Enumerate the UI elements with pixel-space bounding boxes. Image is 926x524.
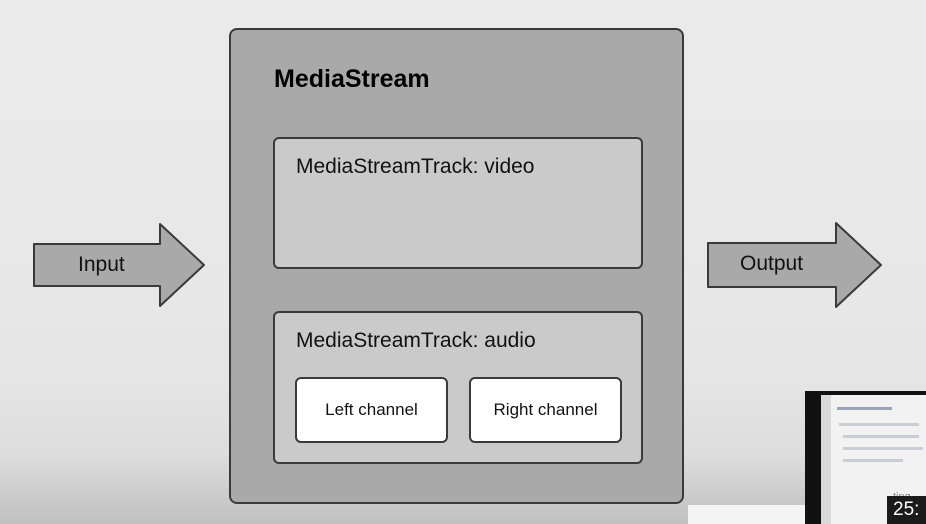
input-arrow-icon: Input	[32, 222, 208, 308]
right-channel-box: Right channel	[469, 377, 622, 443]
left-channel-box: Left channel	[295, 377, 448, 443]
mediastream-box: MediaStream MediaStreamTrack: video Medi…	[229, 28, 684, 504]
thumbnail-sidebar	[821, 395, 831, 524]
output-label: Output	[740, 252, 804, 275]
video-timer: 25:	[887, 496, 926, 524]
thumbnail-line	[843, 459, 903, 462]
output-arrow-icon: Output	[706, 221, 884, 309]
video-track-box: MediaStreamTrack: video	[273, 137, 643, 269]
audio-track-box: MediaStreamTrack: audio Left channel Rig…	[273, 311, 643, 464]
overlay-strip	[688, 505, 818, 524]
mediastream-title: MediaStream	[274, 65, 430, 93]
audio-track-label: MediaStreamTrack: audio	[296, 329, 536, 352]
input-label: Input	[78, 253, 125, 276]
thumbnail-line	[843, 447, 923, 450]
thumbnail-line	[837, 407, 892, 410]
thumbnail-line	[839, 423, 919, 426]
thumbnail-line	[843, 435, 919, 438]
video-track-label: MediaStreamTrack: video	[296, 155, 535, 178]
